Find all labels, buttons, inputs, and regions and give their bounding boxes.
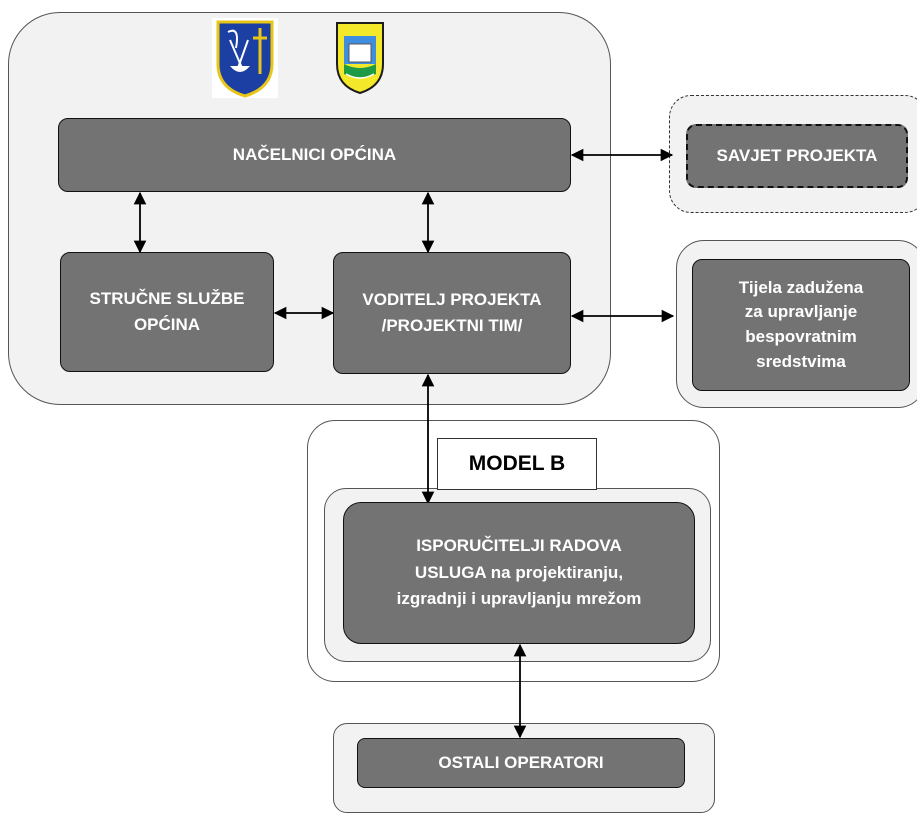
voditelj-projekta-box: VODITELJ PROJEKTA /PROJEKTNI TIM/ bbox=[333, 252, 571, 374]
model-b-label-box: MODEL B bbox=[437, 438, 597, 490]
tijela-line: sredstvima bbox=[756, 351, 846, 371]
tijela-line: bespovratnim bbox=[745, 327, 857, 346]
coat-of-arms-icon bbox=[212, 18, 278, 98]
model-b-label: MODEL B bbox=[468, 452, 566, 475]
savjet-projekta-box: SAVJET PROJEKTA bbox=[686, 124, 908, 188]
strucne-sluzbe-box: STRUČNE SLUŽBE OPĆINA bbox=[60, 252, 274, 372]
tijela-line: Tijela zadužena bbox=[738, 277, 864, 297]
isporucitelji-line: USLUGA na projektiranju, bbox=[414, 562, 624, 582]
isporucitelji-line: ISPORUČITELJI RADOVA bbox=[416, 536, 622, 556]
nacelnici-opcina-box: NAČELNICI OPĆINA bbox=[58, 118, 571, 192]
voditelj-projekta-line: VODITELJ PROJEKTA bbox=[362, 289, 542, 309]
voditelj-projekta-line: /PROJEKTNI TIM/ bbox=[381, 316, 523, 335]
ostali-operatori-label: OSTALI OPERATORI bbox=[438, 752, 604, 772]
tijela-box: Tijela zadužena za upravljanje bespovrat… bbox=[692, 259, 910, 391]
nacelnici-opcina-label: NAČELNICI OPĆINA bbox=[232, 144, 397, 164]
savjet-projekta-label: SAVJET PROJEKTA bbox=[716, 145, 878, 165]
isporucitelji-line: izgradnji i upravljanju mrežom bbox=[396, 589, 642, 609]
tijela-line: za upravljanje bbox=[744, 302, 858, 322]
strucne-sluzbe-line: OPĆINA bbox=[133, 315, 201, 334]
connector-arrows bbox=[133, 148, 675, 739]
coat-of-arms-icon bbox=[336, 22, 384, 95]
strucne-sluzbe-line: STRUČNE SLUŽBE bbox=[89, 288, 245, 308]
isporucitelji-box: ISPORUČITELJI RADOVA USLUGA na projektir… bbox=[343, 502, 695, 644]
ostali-operatori-box: OSTALI OPERATORI bbox=[357, 738, 685, 788]
